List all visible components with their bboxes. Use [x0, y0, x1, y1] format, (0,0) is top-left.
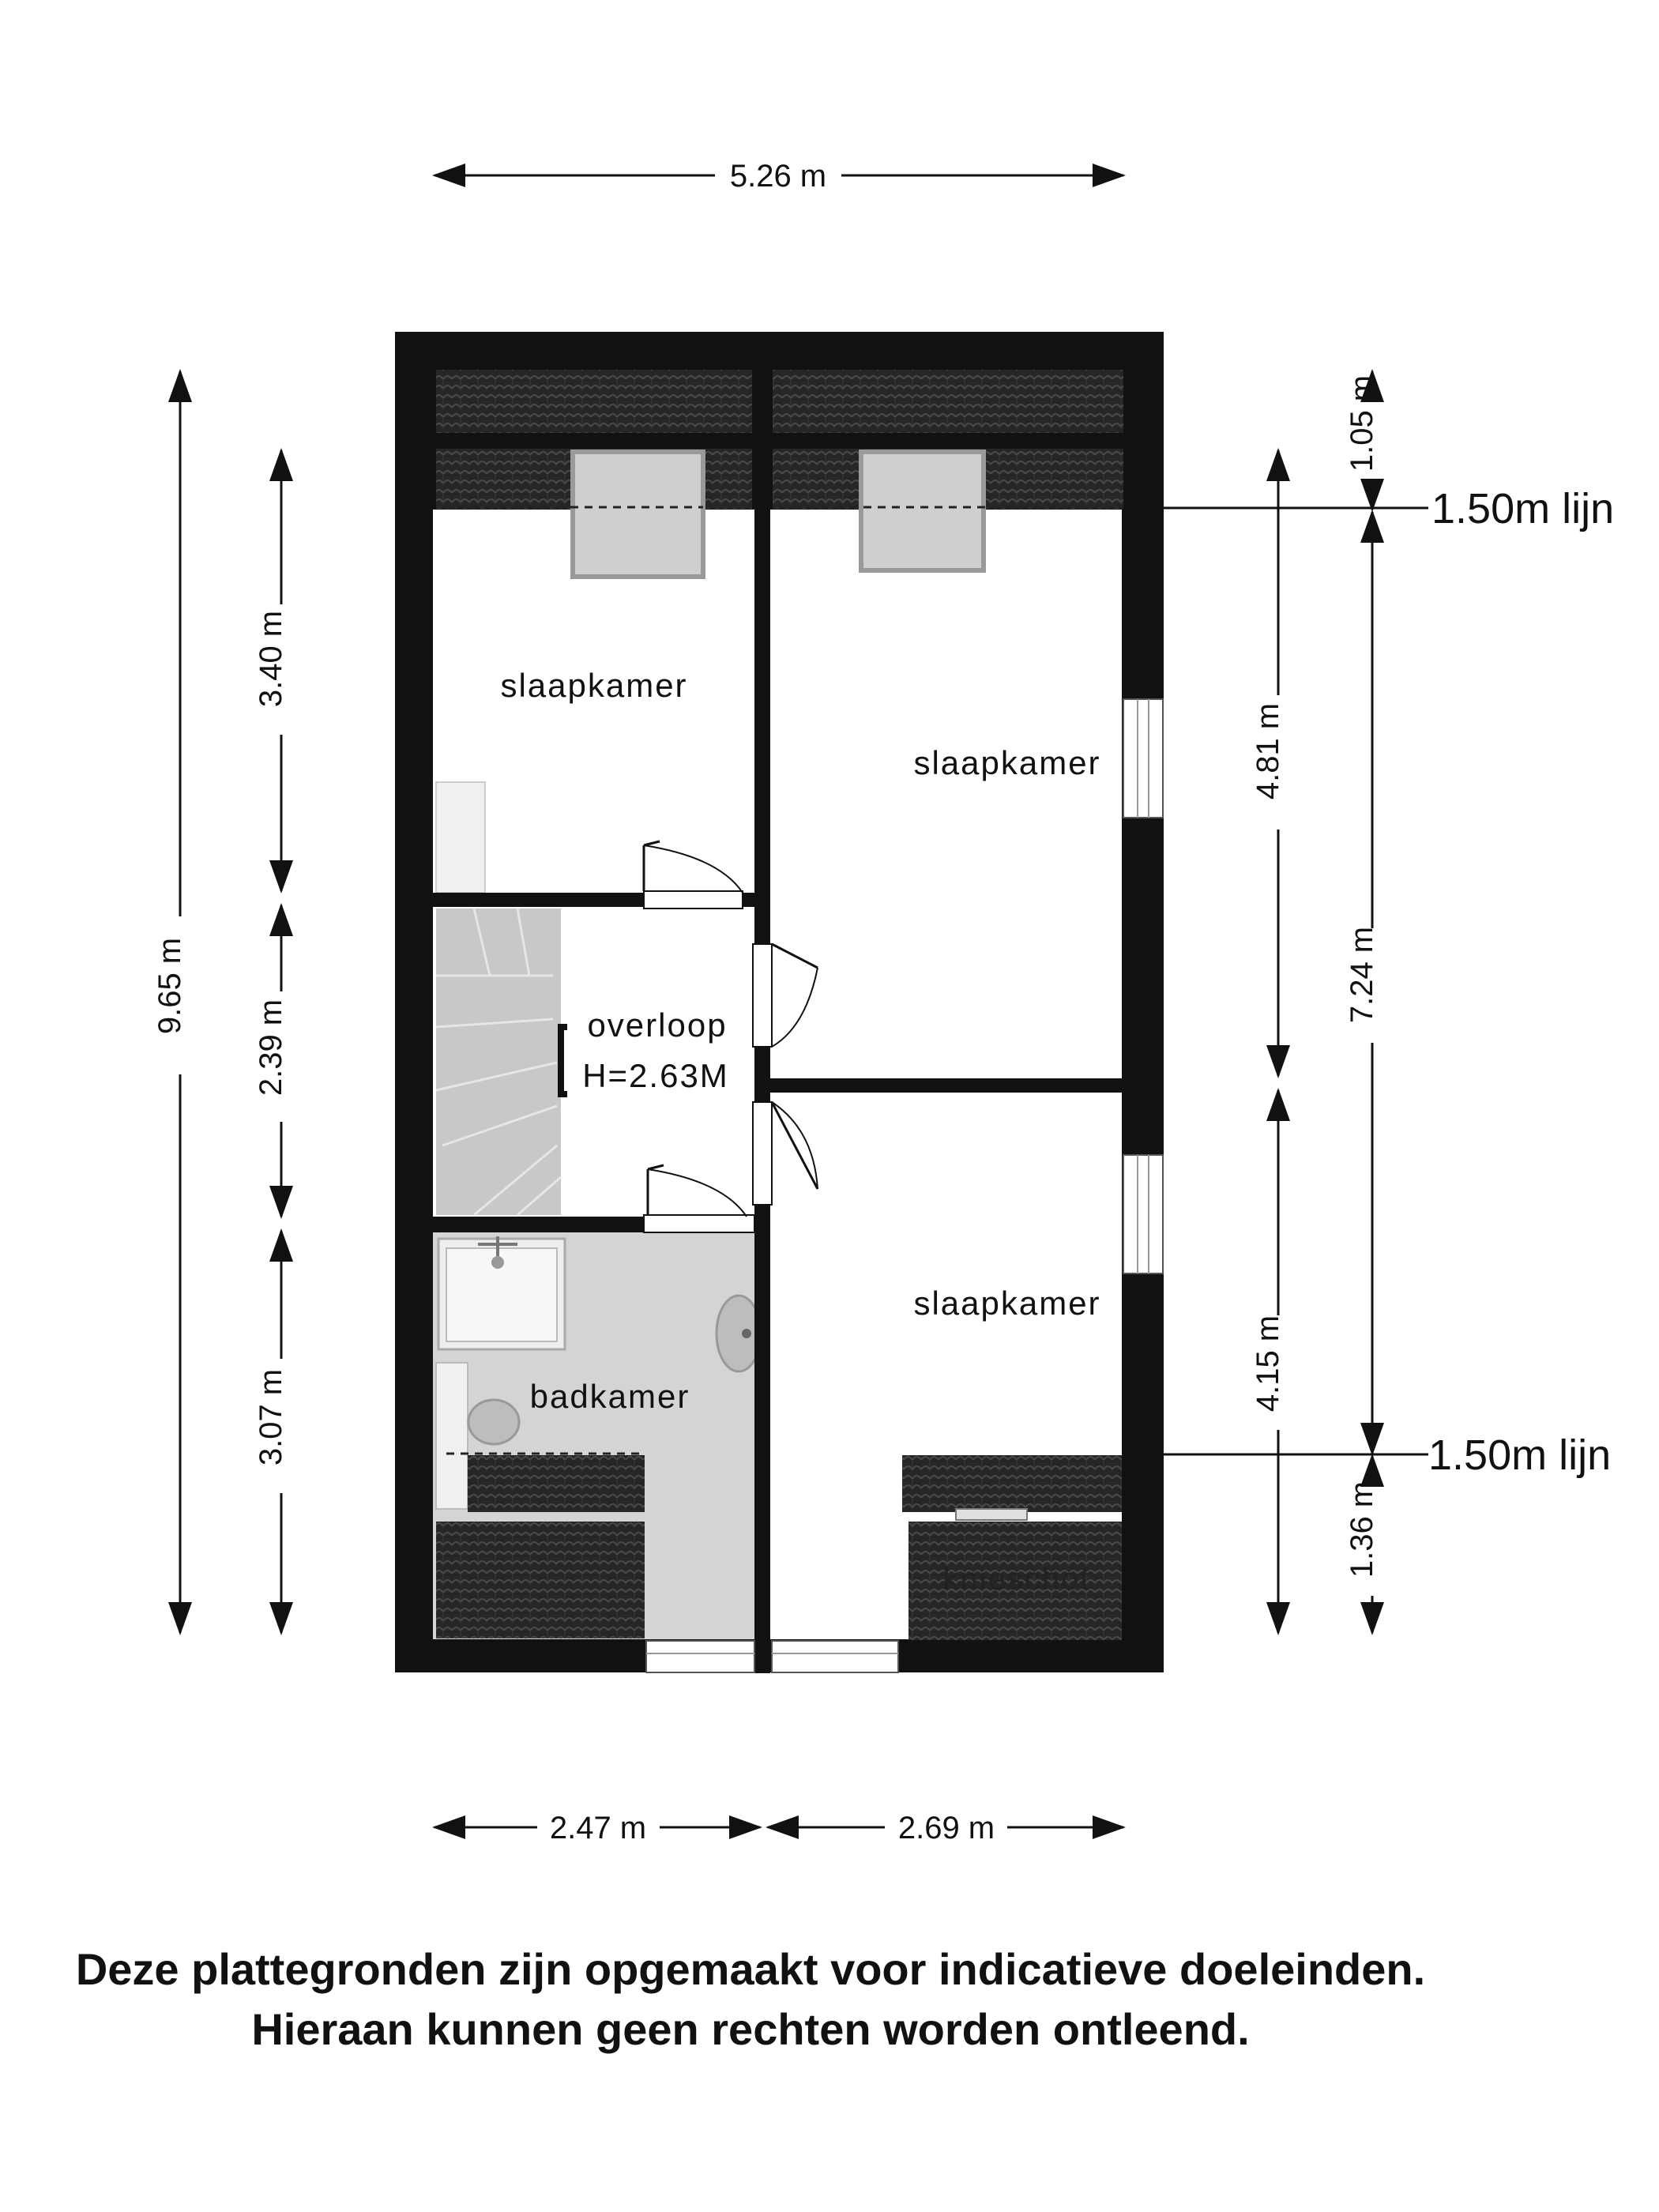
stair-handrail [558, 1024, 567, 1097]
door-bedroom-top-right[interactable] [752, 942, 818, 1048]
disclaimer-line-2: Hieraan kunnen geen rechten worden ontle… [251, 2004, 1250, 2054]
label-bedroom-top-right: slaapkamer [913, 744, 1100, 781]
dim-right-lower: 4.15 m [1251, 1088, 1290, 1635]
knee-wall-hatch [955, 1508, 1028, 1521]
line-150-bottom: 1.50m lijn [1164, 1431, 1611, 1479]
label-landing: overloop [587, 1006, 727, 1044]
floor-plan: slaapkamer slaapkamer overloop H=2.63M b… [152, 159, 1614, 1845]
roof-tiles-top-left-1 [436, 370, 752, 433]
svg-text:2.39 m: 2.39 m [254, 999, 288, 1096]
dim-left-total: 9.65 m [152, 369, 192, 1635]
label-bedroom-top-left: slaapkamer [500, 667, 687, 704]
label-bathroom: badkamer [530, 1378, 690, 1415]
dim-left-middle: 2.39 m [254, 903, 293, 1219]
svg-text:1.50m lijn: 1.50m lijn [1431, 485, 1614, 532]
skylight-left [442, 450, 705, 579]
label-bedroom-bottom-right: slaapkamer [913, 1285, 1100, 1322]
label-knee-wall: knieschot [943, 1562, 1091, 1597]
svg-text:5.26 m: 5.26 m [730, 159, 826, 194]
svg-text:9.65 m: 9.65 m [152, 938, 187, 1034]
dim-right-mid-height: 7.24 m [1345, 510, 1384, 1456]
window-right-upper [1123, 698, 1164, 818]
disclaimer-line-1: Deze plattegronden zijn opgemaakt voor i… [75, 1944, 1426, 1994]
svg-text:3.40 m: 3.40 m [254, 611, 288, 707]
roof-tiles-bathroom-2 [436, 1522, 645, 1638]
window-bottom-left [645, 1640, 755, 1673]
skylight-right [778, 450, 1114, 573]
dim-right-top-slope: 1.05 m [1345, 369, 1384, 512]
toilet [435, 1362, 521, 1510]
svg-text:2.47 m: 2.47 m [550, 1811, 646, 1845]
roof-tiles-top-right-1 [773, 370, 1123, 433]
svg-text:4.81 m: 4.81 m [1251, 703, 1285, 799]
svg-text:3.07 m: 3.07 m [254, 1369, 288, 1465]
svg-text:1.36 m: 1.36 m [1345, 1481, 1379, 1578]
line-150-top: 1.50m lijn [1164, 485, 1614, 532]
window-bottom-right [771, 1640, 899, 1673]
dim-right-bottom-slope: 1.36 m [1345, 1454, 1384, 1635]
door-bedroom-top-left[interactable] [642, 840, 743, 909]
bedroom-top-right-floor [770, 510, 1122, 1078]
dim-top-total: 5.26 m [432, 159, 1126, 194]
staircase [435, 908, 567, 1217]
label-landing-height: H=2.63M [582, 1057, 729, 1094]
svg-text:1.05 m: 1.05 m [1345, 375, 1379, 472]
dim-bottom-right: 2.69 m [766, 1811, 1126, 1845]
dim-bottom-left: 2.47 m [432, 1811, 762, 1845]
svg-text:4.15 m: 4.15 m [1251, 1315, 1285, 1412]
door-bedroom-bottom-right[interactable] [752, 1101, 819, 1206]
door-bathroom[interactable] [643, 1164, 755, 1233]
svg-text:1.50m lijn: 1.50m lijn [1428, 1431, 1611, 1479]
wall-bedrooms-right [770, 1078, 1126, 1093]
dim-right-upper: 4.81 m [1251, 448, 1290, 1078]
built-in-cupboard [435, 781, 486, 893]
roof-tiles-knee-2 [908, 1522, 1122, 1640]
dim-left-lower: 3.07 m [254, 1228, 293, 1635]
roof-tiles-bathroom-1 [468, 1455, 645, 1512]
shower-tray [437, 1236, 566, 1351]
window-right-lower [1123, 1154, 1164, 1274]
svg-text:7.24 m: 7.24 m [1345, 927, 1379, 1023]
sink [715, 1294, 762, 1373]
roof-tiles-knee-1 [902, 1455, 1122, 1512]
dim-left-upper: 3.40 m [254, 448, 293, 893]
svg-text:2.69 m: 2.69 m [898, 1811, 995, 1845]
